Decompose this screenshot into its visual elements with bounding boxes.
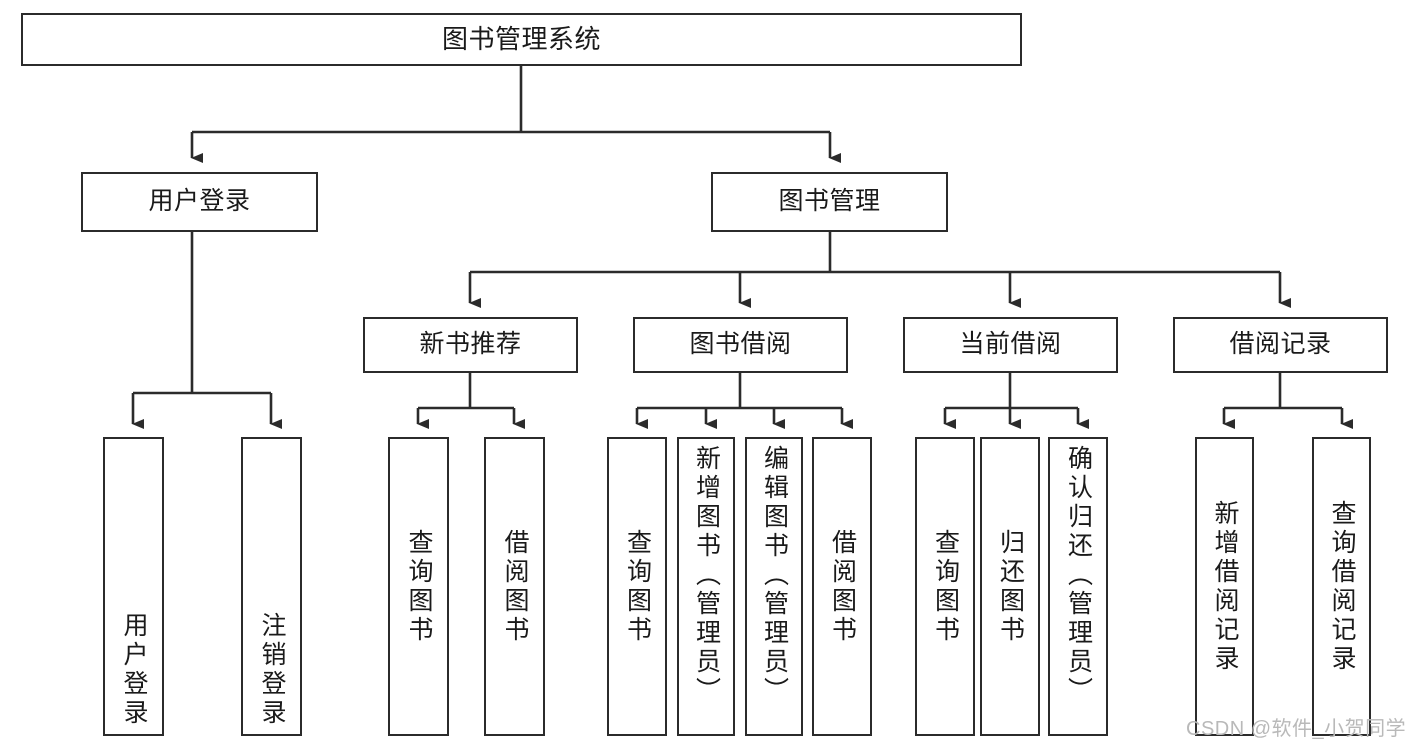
leaf-borrow-borrow-book[interactable]: 借阅图书 [812, 437, 872, 736]
leaf-new-book-borrow[interactable]: 借阅图书 [484, 437, 545, 736]
node-current-borrow[interactable]: 当前借阅 [903, 317, 1118, 373]
node-borrow-record-label: 借阅记录 [1229, 330, 1332, 359]
node-borrow-record[interactable]: 借阅记录 [1173, 317, 1388, 373]
leaf-borrow-borrow-book-label: 借阅图书 [828, 528, 857, 645]
leaf-borrow-edit-book[interactable]: 编辑图书（管理员） [745, 437, 803, 736]
node-book-manage-label: 图书管理 [778, 187, 881, 216]
node-current-borrow-label: 当前借阅 [959, 330, 1062, 359]
leaf-borrow-query-book[interactable]: 查询图书 [607, 437, 667, 736]
node-new-book-recommend-label: 新书推荐 [419, 330, 522, 359]
leaf-record-add[interactable]: 新增借阅记录 [1195, 437, 1254, 736]
node-user-login-label: 用户登录 [148, 187, 251, 216]
leaf-current-query-book-label: 查询图书 [931, 528, 960, 645]
node-book-borrow[interactable]: 图书借阅 [633, 317, 848, 373]
node-root-label: 图书管理系统 [441, 24, 601, 55]
leaf-user-login-logout[interactable]: 注销登录 [241, 437, 302, 736]
leaf-current-query-book[interactable]: 查询图书 [915, 437, 975, 736]
leaf-record-query-label: 查询借阅记录 [1328, 499, 1356, 674]
leaf-current-confirm-return-label: 确认归还（管理员） [1064, 445, 1093, 706]
leaf-borrow-query-book-label: 查询图书 [623, 528, 652, 645]
leaf-user-login-login[interactable]: 用户登录 [103, 437, 164, 736]
leaf-record-query[interactable]: 查询借阅记录 [1312, 437, 1371, 736]
csdn-watermark: CSDN @软件_小贺同学 [1186, 718, 1405, 740]
leaf-current-confirm-return[interactable]: 确认归还（管理员） [1048, 437, 1108, 736]
leaf-record-add-label: 新增借阅记录 [1211, 499, 1239, 674]
node-book-manage[interactable]: 图书管理 [711, 172, 948, 232]
node-user-login[interactable]: 用户登录 [81, 172, 318, 232]
leaf-new-book-query-label: 查询图书 [405, 528, 433, 645]
node-book-borrow-label: 图书借阅 [689, 330, 792, 359]
leaf-user-login-login-label: 用户登录 [120, 612, 148, 728]
leaf-new-book-borrow-label: 借阅图书 [501, 528, 529, 645]
leaf-current-return-book[interactable]: 归还图书 [980, 437, 1040, 736]
leaf-borrow-add-book[interactable]: 新增图书（管理员） [677, 437, 735, 736]
leaf-new-book-query[interactable]: 查询图书 [388, 437, 449, 736]
leaf-user-login-logout-label: 注销登录 [258, 612, 286, 728]
leaf-borrow-add-book-label: 新增图书（管理员） [692, 445, 721, 706]
node-new-book-recommend[interactable]: 新书推荐 [363, 317, 578, 373]
leaf-current-return-book-label: 归还图书 [996, 528, 1025, 645]
node-root[interactable]: 图书管理系统 [21, 13, 1022, 66]
leaf-borrow-edit-book-label: 编辑图书（管理员） [760, 445, 789, 706]
